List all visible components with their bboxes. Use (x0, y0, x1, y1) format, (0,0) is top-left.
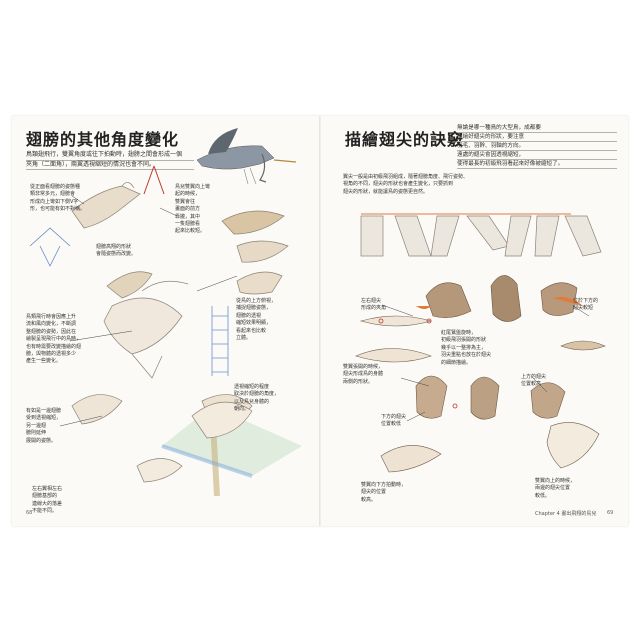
intro-text: 鳥類翅飛行，雙翼角度或往下拍動時，翅膀之間會形成一個 夾角（二面角），兩翼透視縮… (26, 151, 194, 171)
heron-illustration (196, 128, 297, 185)
intro-line: 鳥類翅飛行，雙翼角度或往下拍動時，翅膀之間會形成一個 (26, 151, 194, 161)
annotation: 透視縮短的程度 取決於翅膀的角度， 以及鳥兒身體的 朝向。 (234, 384, 280, 413)
hawk-illustration (355, 275, 606, 473)
left-illustrations (29, 128, 302, 497)
chapter-label: Chapter 4 畫出飛翔的鳥兒 (535, 511, 597, 517)
intro-line: 夾角（二面角），兩翼透視縮短的情況也會不同。 (26, 161, 194, 171)
annotation: 紅尾鵟盤旋時， 初級飛羽張開的形狀 幾乎以一整排為主， 羽尖重點也放在於翅尖 的… (441, 330, 492, 366)
annotation: 有如是一邊翅膀 受到透視縮短， 另一邊翅 膀則延伸 展開的姿態。 (26, 408, 62, 444)
right-illustrations (355, 213, 606, 473)
annotation: 從正面看翅膀的姿態種 類非常多元，翅膀會 形成向上彎如下側V字 形，也可能有如不… (30, 184, 86, 213)
annotation: 左右翅尖 形成的夾角 (361, 298, 387, 312)
book-gutter (319, 116, 321, 526)
left-page: 翅膀的其他角度變化 鳥類翅飛行，雙翼角度或往下拍動時，翅膀之間會形成一個 夾角（… (12, 116, 319, 526)
page-number: 69 (607, 510, 614, 516)
annotation: 雙翼向下方拍動時， 翅尖的位置 較高。 (361, 482, 407, 503)
annotation: 鳥類飛行時會因應上升 流和風向變化，不斷調 整翅膀的姿勢，因此在 繪製呈現飛行中… (26, 314, 82, 365)
right-page: 描繪翅尖的訣竅 無論是哪一種鳥的大型鳥，成都要 描繪好翅尖的形狀，要注意 羽毛、… (321, 116, 628, 526)
bird-sketch-illustration (29, 165, 289, 427)
page-title: 翅膀的其他角度變化 (26, 130, 180, 149)
page-number: 68 (26, 510, 33, 516)
annotation: 下方的翅尖 位置較低 (381, 414, 407, 428)
annotation: 翼尖一般是由初級飛羽組成，隨著翅膀角度、飛行姿勢、 視角的不同，翅尖的形狀也會產… (343, 174, 469, 195)
wing-diagram-illustration (136, 306, 302, 497)
annotation: 鳥兒雙翼向上彎 起的時候， 雙翼會往 畫面的前方 靠攏，其中 一隻翅膀看 起來比… (175, 184, 211, 235)
wing-diagram-illustration (360, 213, 602, 257)
annotation: 從鳥的上方俯視， 捕捉翅膀姿態， 翅膀的透視 縮短效果明顯， 看起來也比較 立體… (236, 298, 277, 342)
annotation: 位於下方的 翅尖較短 (573, 298, 599, 312)
annotation: 左右翼相左右 翅膀基部的 連線大的落差 不能不同。 (32, 486, 63, 515)
annotation: 翅膀高翔的形狀 會隨姿態而改變。 (96, 244, 137, 258)
annotation: 上方的翅尖 位置較高 (521, 374, 547, 388)
annotation: 雙翼向上的時候， 兩邊的翅尖位置 較低。 (535, 478, 576, 499)
book-spread: 翅膀的其他角度變化 鳥類翅飛行，雙翼角度或往下拍動時，翅膀之間會形成一個 夾角（… (12, 116, 628, 526)
annotation: 雙翼張開的時候， 翅尖形成鳥的身體 兩側的形狀。 (343, 364, 384, 385)
intro-text: 無論是哪一種鳥的大型鳥，成都要 描繪好翅尖的形狀，要注意 羽毛、羽幹、羽軸的方向… (457, 124, 617, 169)
page-title: 描繪翅尖的訣竅 (345, 130, 465, 149)
